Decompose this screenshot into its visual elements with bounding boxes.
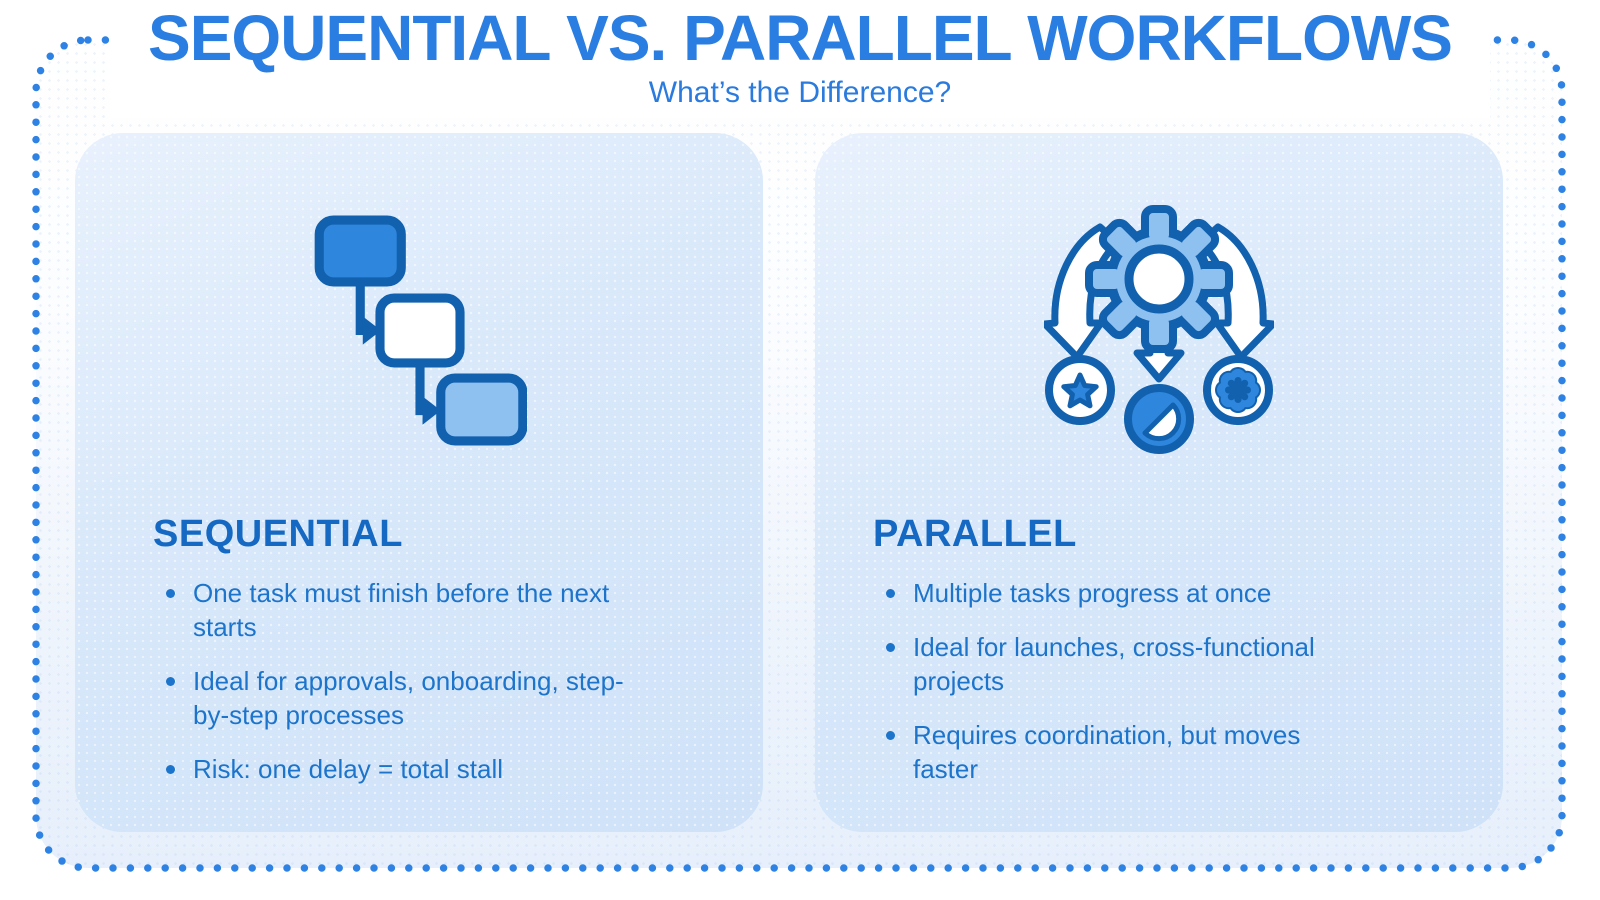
parallel-heading: PARALLEL xyxy=(873,513,1077,555)
sequential-heading: SEQUENTIAL xyxy=(153,513,403,555)
sequential-icon-area xyxy=(75,133,763,448)
parallel-bullet-list: Multiple tasks progress at once Ideal fo… xyxy=(873,576,1343,786)
sequential-steps-icon xyxy=(314,215,527,446)
list-item: Multiple tasks progress at once xyxy=(873,576,1343,610)
page-title: SEQUENTIAL VS. PARALLEL WORKFLOWS xyxy=(148,2,1453,74)
half-disc-badge-icon xyxy=(1124,384,1194,454)
bullet-dot xyxy=(886,730,895,740)
list-item: Ideal for approvals, onboarding, step-by… xyxy=(153,664,653,732)
parallel-fanout-icon xyxy=(1044,205,1274,454)
list-item: One task must finish before the next sta… xyxy=(153,576,653,644)
parallel-text: PARALLEL Multiple tasks progress at once… xyxy=(873,513,1343,806)
sequential-bullet-list: One task must finish before the next sta… xyxy=(153,576,653,786)
bullet-dot xyxy=(166,676,175,686)
bullet-dot xyxy=(166,764,175,774)
list-item: Risk: one delay = total stall xyxy=(153,752,653,786)
flower-badge-icon xyxy=(1203,355,1273,425)
page-subtitle: What’s the Difference? xyxy=(648,76,952,110)
bullet-dot xyxy=(886,588,895,598)
bullet-dot xyxy=(886,642,895,652)
sequential-text: SEQUENTIAL One task must finish before t… xyxy=(153,513,653,806)
sequential-card: SEQUENTIAL One task must finish before t… xyxy=(75,133,763,832)
gear-icon xyxy=(1085,205,1233,353)
bullet-dot xyxy=(166,588,175,598)
header: SEQUENTIAL VS. PARALLEL WORKFLOWS What’s… xyxy=(110,0,1490,118)
list-item: Ideal for launches, cross-functional pro… xyxy=(873,630,1343,698)
star-badge-icon xyxy=(1045,355,1115,425)
parallel-card: PARALLEL Multiple tasks progress at once… xyxy=(815,133,1503,832)
parallel-icon-area xyxy=(815,133,1503,457)
list-item: Requires coordination, but moves faster xyxy=(873,718,1343,786)
